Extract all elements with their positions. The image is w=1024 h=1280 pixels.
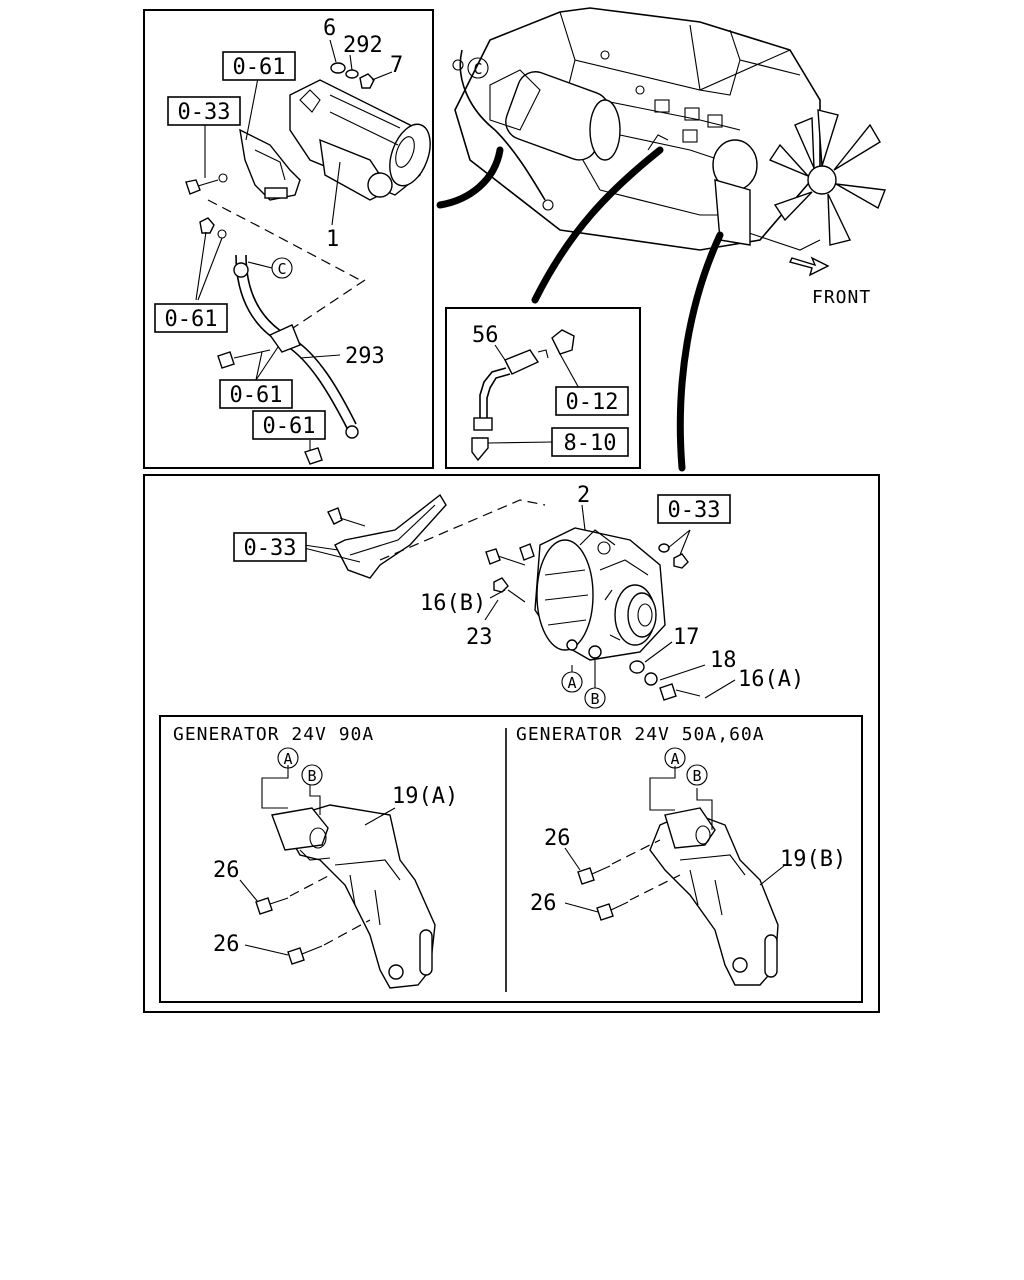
ref-box-0-61-bottom: 0-61 [263,414,316,439]
part-number-56: 56 [472,323,499,348]
variant-50a-part-26-bottom: 26 [530,891,557,916]
cable-293 [233,254,359,439]
ref-box-0-61-left: 0-61 [165,307,218,332]
leader-sensor [531,146,664,304]
cooling-fan [768,109,886,246]
leader-starter [436,146,504,209]
variant-50a-part-26-top: 26 [544,826,571,851]
engine-circle-c: C [473,60,482,78]
ref-box-0-33: 0-33 [178,100,231,125]
generator-panel: 2 16(B) 23 17 18 16(A) 0-33 0-33 A B GEN… [143,474,880,1013]
part-number-1: 1 [326,227,339,252]
variant-50a-circle-a: A [670,750,679,768]
variant-90a-part-19a: 19(A) [392,784,458,809]
part-number-16b: 16(B) [420,591,486,616]
ref-box-0-61-middle: 0-61 [230,383,283,408]
leader-generator [676,231,724,472]
variant-50a-60a: GENERATOR 24V 50A,60A A B 26 [516,724,846,986]
part-number-23: 23 [466,625,493,650]
front-label: FRONT [812,287,871,308]
starter-motor [289,79,431,201]
part-number-17: 17 [673,625,700,650]
variant-90a-circle-a: A [283,750,292,768]
variant-90a: GENERATOR 24V 90A A B [173,724,458,989]
part-number-6: 6 [323,16,336,41]
starter-circle-c: C [277,260,286,278]
sensor-panel: 56 0-12 8-10 [445,307,641,469]
variant-50a-circle-b: B [692,767,701,785]
part-number-293: 293 [345,344,385,369]
variant-50a-title: GENERATOR 24V 50A,60A [516,724,765,745]
front-arrow-icon [788,256,830,277]
starter-panel: C 6 292 7 1 293 0-61 0-33 0-61 0-61 0-61 [143,9,434,469]
part-number-292: 292 [343,33,383,58]
ref-box-0-61-top: 0-61 [233,55,286,80]
generator-circle-a: A [567,674,576,692]
part-number-18: 18 [710,648,737,673]
part-number-16a: 16(A) [738,667,804,692]
variant-90a-circle-b: B [307,767,316,785]
alternator [519,527,666,661]
generator-circle-b: B [590,690,599,708]
part-number-7: 7 [390,53,403,78]
variant-90a-title: GENERATOR 24V 90A [173,724,374,745]
ref-box-8-10: 8-10 [564,431,617,456]
engine-overview: C FRONT [452,7,886,308]
variant-90a-part-26-bottom: 26 [213,932,240,957]
ref-box-0-12: 0-12 [566,390,619,415]
part-number-2: 2 [577,483,590,508]
variant-90a-part-26-top: 26 [213,858,240,883]
ref-box-0-33-right: 0-33 [668,498,721,523]
ref-box-0-33-left: 0-33 [244,536,297,561]
variant-50a-part-19b: 19(B) [780,847,846,872]
